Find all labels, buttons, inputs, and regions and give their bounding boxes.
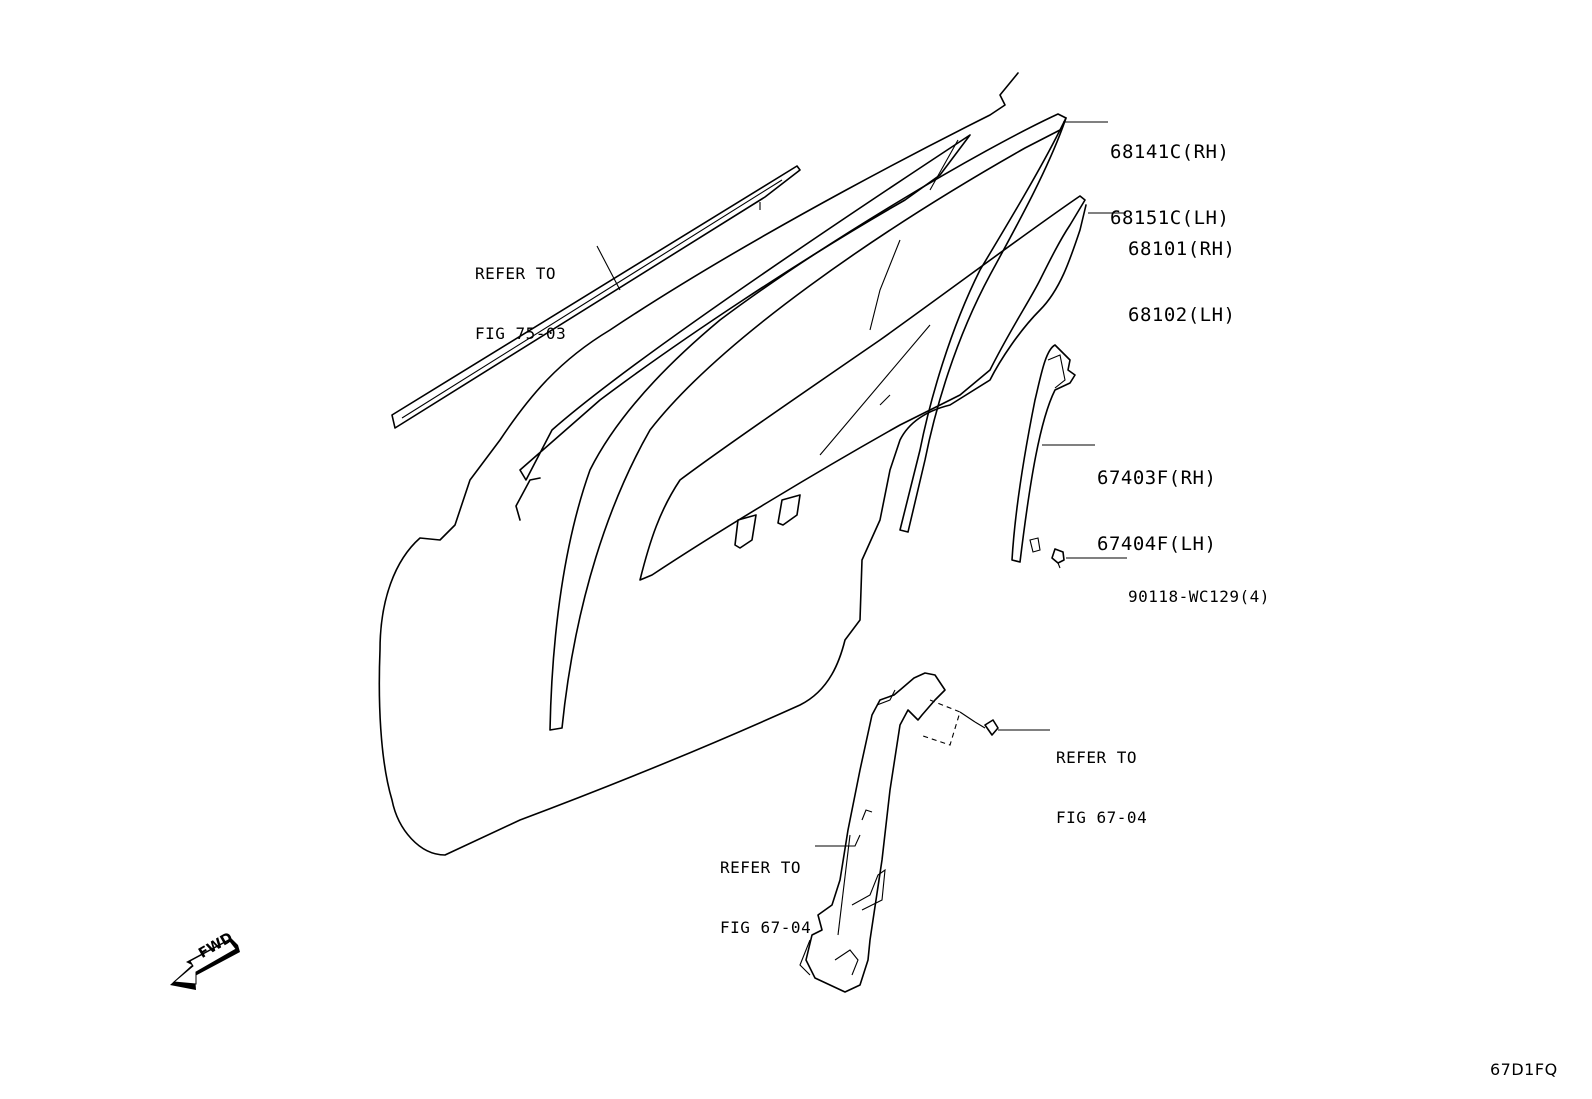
door-glass [639,195,1086,581]
callout-68141c: 68141C(RH) 68151C(LH) [1110,97,1229,273]
callout-68101: 68101(RH) 68102(LH) [1128,194,1235,370]
part-number-rh: 67403F(RH) [1097,467,1217,489]
window-frame-seal [549,113,1067,731]
fig-reference: FIG 75-03 [475,324,567,343]
refer-text: REFER TO [720,858,802,877]
leader-lines [596,121,1127,847]
fwd-arrow-icon [170,938,240,990]
callout-refer-75-03: REFER TO FIG 75-03 [475,224,566,384]
part-number-rh: 68141C(RH) [1110,141,1230,163]
part-number-lh: 68102(LH) [1128,304,1236,326]
callout-refer-67-04-regulator: REFER TO FIG 67-04 [720,818,811,978]
callout-67403f: 67403F(RH) 67404F(LH) [1097,423,1216,599]
part-number: 90118-WC129(4) [1128,587,1270,606]
callout-90118: 90118-WC129(4) [1128,547,1270,647]
fig-reference: FIG 67-04 [1056,808,1148,827]
fig-reference: FIG 67-04 [720,918,812,937]
part-number-rh: 68101(RH) [1128,238,1236,260]
callout-refer-67-04-bolt: REFER TO FIG 67-04 [1056,708,1147,868]
part-number-lh: 67404F(LH) [1097,533,1217,555]
refer-text: REFER TO [475,264,557,283]
refer-text: REFER TO [1056,748,1138,767]
door-panel [378,72,1087,856]
window-regulator [799,672,999,993]
glass-run-channel [1011,344,1076,563]
bolt-icon [1051,548,1065,569]
figure-code: 67D1FQ [1490,1060,1558,1079]
belt-molding-strip [391,165,801,429]
part-number-lh: 68151C(LH) [1110,207,1230,229]
